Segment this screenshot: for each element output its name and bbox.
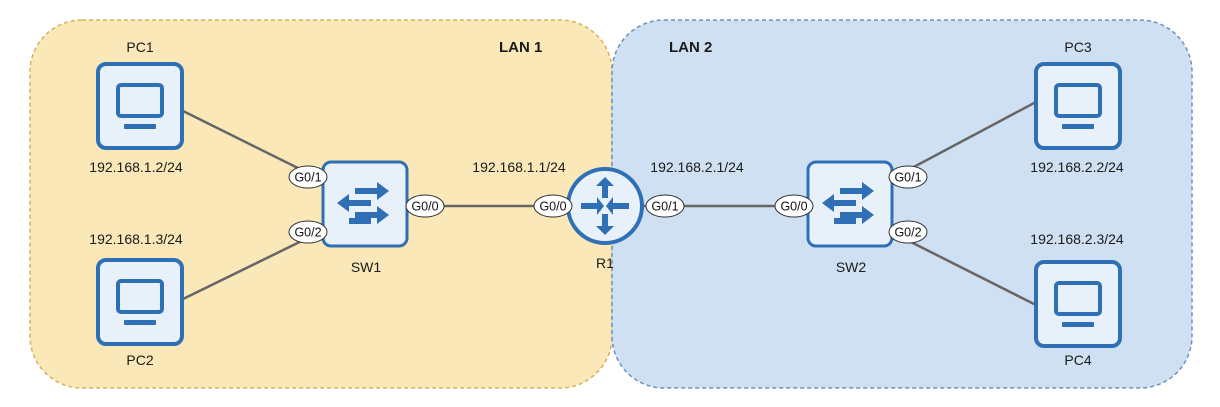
sw2-label: SW2 (836, 259, 867, 275)
switch-icon (321, 160, 409, 248)
pc3-ip: 192.168.2.2/24 (1030, 159, 1124, 175)
port-sw1-g00: G0/0 (405, 194, 445, 218)
r1-label: R1 (596, 255, 614, 271)
port-label: G0/0 (780, 200, 807, 214)
sw1-label: SW1 (351, 259, 382, 275)
sw1: SW1 (321, 160, 409, 275)
port-label: G0/0 (411, 200, 438, 214)
lan1-label: LAN 1 (499, 39, 542, 56)
port-sw1-g02: G0/2 (288, 220, 328, 244)
port-sw2-g01: G0/1 (888, 165, 928, 189)
pc1-ip: 192.168.1.2/24 (89, 159, 183, 175)
port-label: G0/2 (894, 226, 921, 240)
link-pc2-sw1 (180, 231, 319, 302)
pc3: PC3 192.168.2.2/24 (1030, 39, 1124, 175)
pc1: PC1 192.168.1.2/24 (89, 39, 184, 175)
port-label: G0/0 (539, 200, 566, 214)
r1-g01-ip: 192.168.2.1/24 (650, 159, 744, 175)
sw2: SW2 (806, 160, 894, 275)
port-sw2-g02: G0/2 (888, 220, 928, 244)
pc-monitor-icon (96, 62, 184, 150)
port-label: G0/1 (294, 171, 321, 185)
pc3-label: PC3 (1064, 39, 1091, 55)
pc-monitor-icon (1034, 260, 1122, 348)
port-r1-g01: G0/1 (645, 194, 685, 218)
port-r1-g00: G0/0 (533, 194, 573, 218)
link-sw2-pc4 (892, 231, 1037, 307)
link-sw2-pc3 (892, 100, 1037, 180)
pc-monitor-icon (1034, 62, 1122, 150)
switch-icon (806, 160, 894, 248)
router-icon (566, 167, 644, 245)
port-label: G0/1 (894, 171, 921, 185)
pc4-ip: 192.168.2.3/24 (1030, 231, 1124, 247)
pc4-label: PC4 (1064, 352, 1091, 368)
lan2-label: LAN 2 (669, 39, 712, 56)
r1: R1 (566, 167, 644, 271)
pc-monitor-icon (96, 258, 184, 346)
port-label: G0/1 (651, 200, 678, 214)
pc2-ip: 192.168.1.3/24 (89, 231, 183, 247)
pc2: 192.168.1.3/24 PC2 (89, 231, 184, 368)
pc4: 192.168.2.3/24 PC4 (1030, 231, 1124, 368)
port-label: G0/2 (294, 226, 321, 240)
pc1-label: PC1 (126, 39, 153, 55)
link-pc1-sw1 (180, 108, 319, 180)
port-sw2-g00: G0/0 (774, 194, 814, 218)
port-sw1-g01: G0/1 (288, 165, 328, 189)
pc2-label: PC2 (126, 352, 153, 368)
r1-g00-ip: 192.168.1.1/24 (472, 159, 566, 175)
